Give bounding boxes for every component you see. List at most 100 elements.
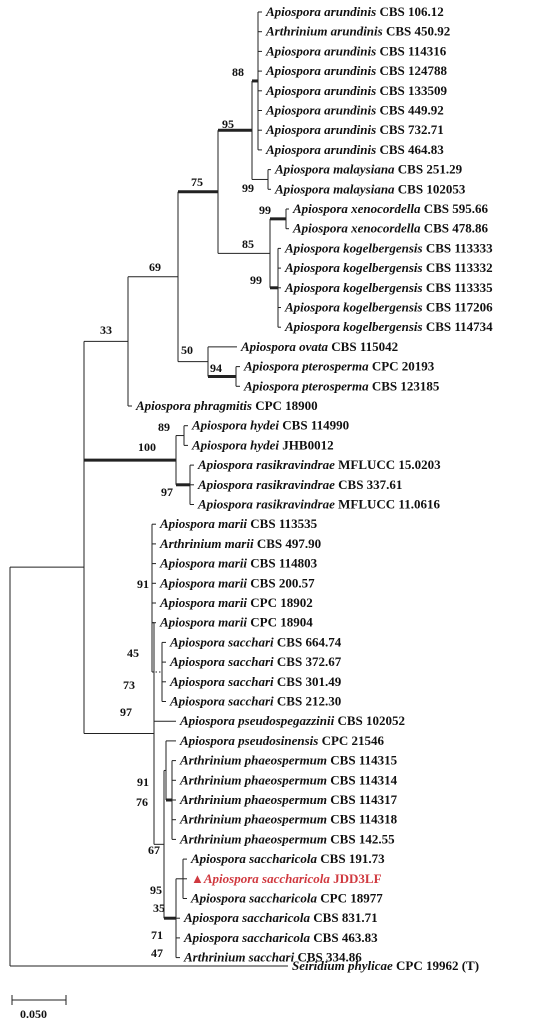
taxon-label: Apiospora marii CBS 200.57 — [159, 575, 315, 590]
taxon-strain: CPC 20193 — [369, 359, 435, 374]
taxon-label: Arthrinium phaeospermum CBS 114318 — [179, 812, 398, 827]
taxon-label: Apiospora marii CBS 113535 — [159, 516, 318, 531]
taxon-label: Apiospora pseudosinensis CPC 21546 — [179, 733, 385, 748]
support-values: 8895999985997550946933891009791457397917… — [100, 65, 271, 960]
taxon-label: Apiospora marii CPC 18904 — [159, 615, 313, 630]
taxon-label: Arthrinium phaeospermum CBS 142.55 — [179, 831, 395, 846]
taxon-label: Apiospora arundinis CBS 464.83 — [265, 142, 444, 157]
taxon-strain: MFLUCC 11.0616 — [335, 497, 441, 512]
taxon-species-name: Arthrinium phaeospermum — [179, 753, 327, 768]
support-value: 50 — [181, 343, 193, 357]
taxon-strain: CBS 463.83 — [310, 930, 378, 945]
taxon-label: Apiospora kogelbergensis CBS 113333 — [284, 240, 493, 255]
taxon-species-name: Arthrinium sacchari — [183, 950, 295, 965]
taxon-strain: CBS 124788 — [376, 63, 447, 78]
tree-branches — [9, 11, 289, 967]
taxon-strain: CBS 114803 — [247, 556, 318, 571]
taxon-strain: CPC 18902 — [247, 595, 313, 610]
taxon-label: Arthrinium phaeospermum CBS 114314 — [179, 772, 398, 787]
taxon-strain: CBS 117206 — [423, 300, 494, 315]
taxon-species-name: Apiospora sacchari — [169, 694, 274, 709]
taxon-label: Arthrinium marii CBS 497.90 — [159, 536, 321, 551]
taxon-species-name: Apiospora xenocordella — [292, 201, 421, 216]
taxon-label: Apiospora malaysiana CBS 251.29 — [274, 162, 463, 177]
taxon-label: Apiospora ovata CBS 115042 — [240, 339, 398, 354]
taxon-strain: CBS 133509 — [376, 83, 447, 98]
taxon-label: Apiospora pseudospegazzinii CBS 102052 — [179, 713, 405, 728]
taxon-strain: CBS 450.92 — [383, 24, 451, 39]
taxon-strain: CBS 251.29 — [395, 162, 463, 177]
taxon-strain: CBS 372.67 — [274, 654, 342, 669]
taxon-species-name: Apiospora arundinis — [265, 122, 376, 137]
support-value: 91 — [137, 775, 149, 789]
taxon-strain: CBS 449.92 — [376, 103, 444, 118]
taxon-strain: CBS 114734 — [423, 319, 494, 334]
taxon-strain: CBS 106.12 — [376, 4, 444, 19]
taxon-strain: CPC 18900 — [252, 398, 318, 413]
taxon-species-name: Arthrinium arundinis — [265, 24, 383, 39]
support-value: 91 — [137, 577, 149, 591]
taxon-species-name: Arthrinium phaeospermum — [179, 772, 327, 787]
taxon-label: Apiospora kogelbergensis CBS 117206 — [284, 300, 493, 315]
taxon-strain: CBS 113335 — [423, 280, 494, 295]
support-value: 85 — [242, 237, 254, 251]
taxon-species-name: Apiospora marii — [159, 575, 247, 590]
taxon-strain: CBS 142.55 — [327, 831, 395, 846]
support-value: 100 — [138, 440, 156, 454]
taxon-strain: CBS 114314 — [327, 772, 398, 787]
taxon-species-name: Apiospora rasikravindrae — [197, 457, 335, 472]
support-value: 95 — [222, 117, 234, 131]
taxon-label: Apiospora arundinis CBS 106.12 — [265, 4, 444, 19]
taxon-label: Apiospora rasikravindrae MFLUCC 11.0616 — [197, 497, 440, 512]
taxon-species-name: Apiospora kogelbergensis — [284, 240, 423, 255]
scale-bar-label: 0.050 — [20, 1007, 47, 1021]
taxon-species-name: Apiospora phragmitis — [135, 398, 252, 413]
taxon-strain: CBS 831.71 — [310, 910, 378, 925]
support-value: 76 — [136, 795, 148, 809]
taxon-species-name: Arthrinium phaeospermum — [179, 792, 327, 807]
taxon-strain: MFLUCC 15.0203 — [335, 457, 441, 472]
taxon-species-name: Apiospora malaysiana — [274, 181, 395, 196]
taxon-species-name: Apiospora pterosperma — [243, 378, 369, 393]
taxon-label: Apiospora arundinis CBS 732.71 — [265, 122, 444, 137]
taxon-strain: CBS 478.86 — [420, 221, 488, 236]
taxon-strain: CBS 102053 — [395, 181, 466, 196]
taxon-strain: CPC 19962 (T) — [393, 958, 479, 973]
support-value: 94 — [210, 361, 222, 375]
taxon-strain: CPC 18977 — [317, 891, 383, 906]
taxon-label: Apiospora sacchari CBS 301.49 — [169, 674, 342, 689]
support-value: 45 — [127, 646, 139, 660]
taxon-species-name: Apiospora marii — [159, 556, 247, 571]
support-value: 99 — [242, 181, 254, 195]
taxon-strain: CBS 114990 — [279, 418, 349, 433]
support-value: 69 — [149, 260, 161, 274]
taxon-label: Apiospora kogelbergensis CBS 114734 — [284, 319, 493, 334]
taxon-species-name: Apiospora sacchari — [169, 634, 274, 649]
taxon-species-name: Apiospora malaysiana — [274, 162, 395, 177]
taxon-label: Apiospora arundinis CBS 133509 — [265, 83, 447, 98]
taxon-label: Arthrinium sacchari CBS 334.86 — [183, 950, 362, 965]
taxon-species-name: Apiospora arundinis — [265, 103, 376, 118]
taxon-label: Apiospora saccharicola CBS 191.73 — [190, 851, 385, 866]
taxon-label: Apiospora hydei CBS 114990 — [191, 418, 349, 433]
taxon-strain: CBS 337.61 — [335, 477, 403, 492]
taxon-label: Apiospora sacchari CBS 212.30 — [169, 694, 341, 709]
taxon-label: Apiospora sacchari CBS 372.67 — [169, 654, 342, 669]
taxon-species-name: Apiospora pseudospegazzinii — [179, 713, 335, 728]
taxon-label: Arthrinium phaeospermum CBS 114315 — [179, 753, 398, 768]
taxon-strain: JDD3LF — [330, 871, 382, 886]
taxon-species-name: Apiospora hydei — [191, 418, 279, 433]
support-value: 89 — [158, 420, 170, 434]
support-value: 75 — [191, 175, 203, 189]
taxon-strain: CPC 21546 — [318, 733, 384, 748]
support-value: 88 — [232, 65, 244, 79]
support-value: 97 — [161, 485, 173, 499]
taxon-species-name: Apiospora saccharicola — [183, 910, 311, 925]
taxon-species-name: Apiospora arundinis — [265, 63, 376, 78]
taxon-strain: CBS 115042 — [328, 339, 398, 354]
taxon-species-name: Apiospora arundinis — [265, 142, 376, 157]
taxon-strain: CBS 464.83 — [376, 142, 444, 157]
taxon-species-name: Apiospora sacchari — [169, 654, 274, 669]
taxon-species-name: Apiospora kogelbergensis — [284, 319, 423, 334]
